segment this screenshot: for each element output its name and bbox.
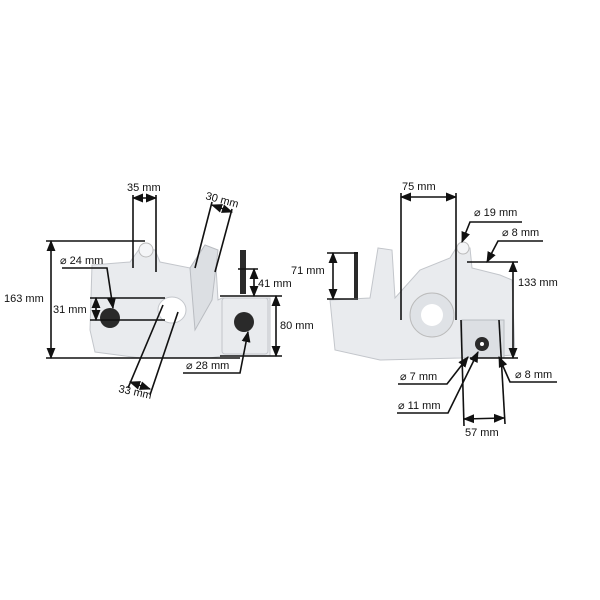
dim-28mm-diameter: ⌀ 28 mm bbox=[186, 360, 229, 372]
dim-8mm-diameter-bottom: ⌀ 8 mm bbox=[515, 369, 552, 381]
dim-163mm: 163 mm bbox=[4, 293, 44, 305]
left-crankcase-image bbox=[89, 242, 271, 359]
dim-8mm-diameter-top: ⌀ 8 mm bbox=[502, 227, 539, 239]
dim-33mm: 33 mm bbox=[117, 383, 152, 402]
dim-80mm: 80 mm bbox=[280, 320, 314, 332]
dim-133mm: 133 mm bbox=[518, 277, 558, 289]
dim-31mm: 31 mm bbox=[53, 304, 87, 316]
dim-7mm-diameter: ⌀ 7 mm bbox=[400, 371, 437, 383]
right-dimensions: 71 mm 75 mm ⌀ 19 mm ⌀ 8 mm 133 mm ⌀ 7 mm… bbox=[291, 181, 558, 439]
right-crankcase-image bbox=[329, 241, 516, 361]
dim-35mm: 35 mm bbox=[127, 182, 161, 194]
left-hole bbox=[100, 308, 120, 328]
dim-41mm: 41 mm bbox=[258, 278, 292, 290]
dim-75mm: 75 mm bbox=[402, 181, 436, 193]
dim-11mm-diameter: ⌀ 11 mm bbox=[398, 400, 440, 412]
dim-19mm-diameter: ⌀ 19 mm bbox=[474, 207, 517, 219]
dim-24mm-diameter: ⌀ 24 mm bbox=[60, 255, 103, 267]
dim-30mm: 30 mm bbox=[204, 190, 240, 210]
dim-57mm: 57 mm bbox=[465, 427, 499, 439]
dim-71mm: 71 mm bbox=[291, 265, 325, 277]
left-dimensions: 35 mm 30 mm 163 mm ⌀ 24 mm 31 mm 33 mm 4… bbox=[4, 182, 314, 402]
